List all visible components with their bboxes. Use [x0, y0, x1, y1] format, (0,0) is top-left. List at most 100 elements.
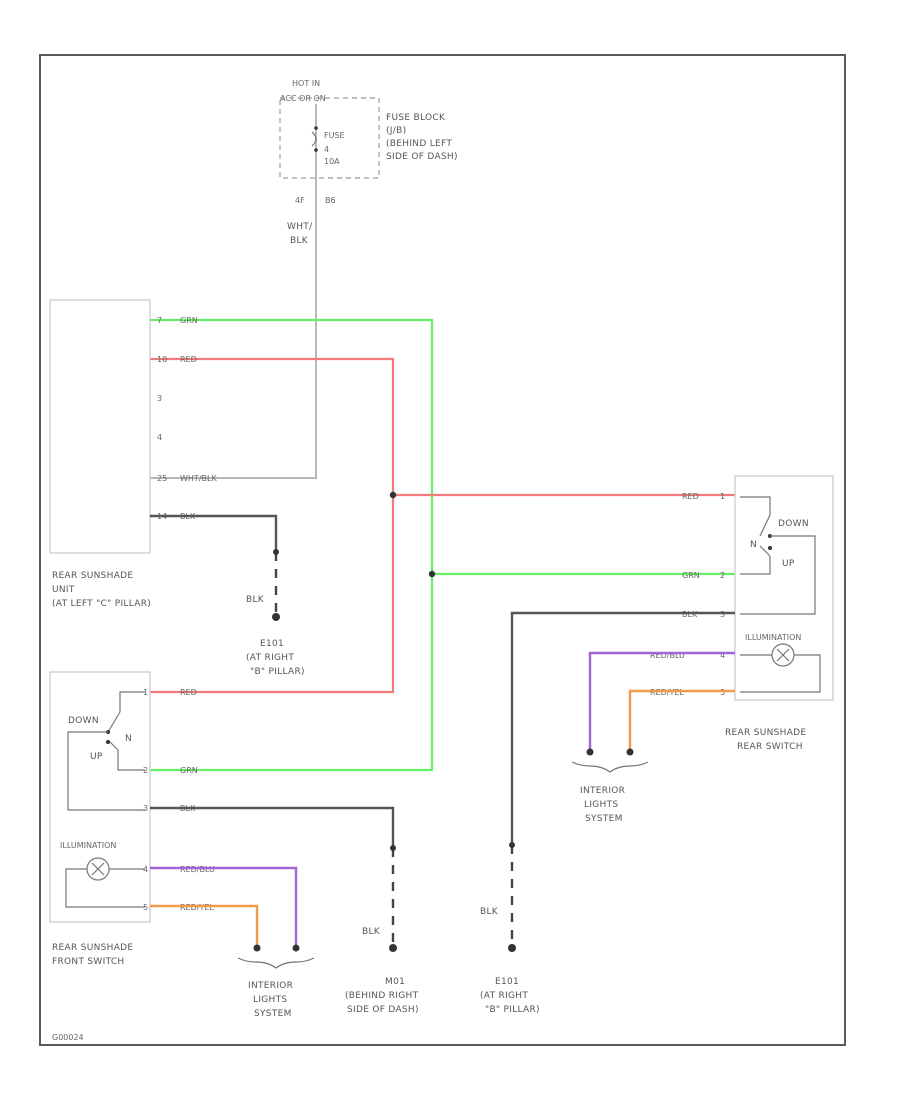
- ground-unit-connector: [273, 549, 279, 555]
- fuse-block-title-3: (BEHIND LEFT: [386, 139, 452, 149]
- front-red-blu-terminal: [292, 944, 300, 952]
- wire-wht-blk: [150, 176, 317, 479]
- unit-pin-4: 4: [157, 433, 162, 442]
- fuse-wire-label-1: WHT/: [287, 222, 313, 232]
- wire-red-front: [150, 357, 395, 694]
- rear-switch-lead-1: [740, 496, 771, 515]
- rear-pin-4: 4: [720, 651, 725, 660]
- front-pin-3: 3: [143, 804, 148, 813]
- ground-right-wire: BLK: [480, 907, 499, 917]
- ground-unit-line-2: (AT RIGHT: [246, 653, 294, 663]
- ground-unit-line-3: "B" PILLAR): [250, 667, 305, 677]
- front-bulb-lead-2: [65, 868, 145, 908]
- front-pin-2: 2: [143, 766, 148, 775]
- unit-pin-5: 25: [157, 474, 167, 483]
- wire-grn-front: [150, 318, 434, 772]
- rear-switch-box: [734, 475, 834, 701]
- rear-switch-blade-1: [759, 514, 771, 537]
- fuse-number: 4: [324, 145, 329, 154]
- front-switch-lead-1: [119, 691, 145, 712]
- front-switch-title-2: FRONT SWITCH: [52, 957, 125, 967]
- rear-switch-n: N: [750, 540, 757, 550]
- fuse-pin-right: B6: [325, 196, 336, 205]
- front-illumination: ILLUMINATION: [60, 841, 116, 850]
- front-switch-n: N: [125, 734, 132, 744]
- interior-right-line-2: LIGHTS: [584, 800, 618, 810]
- ground-unit-line-1: E101: [260, 639, 284, 649]
- front-switch-common: [67, 731, 145, 811]
- unit-wire-2: RED: [180, 355, 197, 364]
- wire-red-yel-rear: [628, 689, 735, 752]
- unit-pin-3: 3: [157, 394, 162, 403]
- fuse-label: FUSE: [324, 131, 345, 140]
- rear-switch-blade-2: [759, 545, 771, 557]
- rear-pin-1: 1: [720, 492, 725, 501]
- wire-red-blu-front: [150, 866, 298, 948]
- rear-sunshade-unit: 7 GRN 10 RED 3 4 25 WHT/BLK 14 BLK REAR …: [49, 299, 217, 609]
- splice-grn: [428, 570, 436, 578]
- wire-red-yel-front: [150, 904, 259, 948]
- front-bulb-filament-2: [91, 862, 105, 876]
- fuse-symbol: [311, 131, 317, 147]
- unit-title-1: REAR SUNSHADE: [52, 571, 133, 581]
- interior-left-line-1: INTERIOR: [248, 981, 293, 991]
- unit-pin-2: 10: [157, 355, 167, 364]
- ground-right-line-1: E101: [495, 977, 519, 987]
- rear-wire-3: BLK: [682, 610, 698, 619]
- fuse-block-box: [279, 97, 380, 179]
- front-switch-blade-1: [107, 711, 121, 733]
- fuse-block-title-1: FUSE BLOCK: [386, 113, 446, 123]
- front-switch-contact-2: [106, 740, 110, 744]
- unit-wire-5: WHT/BLK: [180, 474, 217, 483]
- ground-mid-point: [389, 944, 397, 952]
- interior-right-line-1: INTERIOR: [580, 786, 625, 796]
- rear-switch-lead-2: [740, 556, 771, 575]
- ground-mid-line-3: SIDE OF DASH): [347, 1005, 419, 1015]
- rear-illumination: ILLUMINATION: [745, 633, 801, 642]
- interior-right-brace: [571, 761, 649, 773]
- rear-switch-up: UP: [782, 559, 795, 569]
- front-wire-5: RED/YEL: [180, 903, 214, 912]
- interior-right-line-3: SYSTEM: [585, 814, 623, 824]
- ground-right-line-3: "B" PILLAR): [485, 1005, 540, 1015]
- interior-left-line-2: LIGHTS: [253, 995, 287, 1005]
- fuse-terminal-bottom: [314, 148, 318, 152]
- ground-unit: BLK E101 (AT RIGHT "B" PILLAR): [150, 514, 305, 677]
- rear-wire-1: RED: [682, 492, 699, 501]
- diagram-frame: [39, 54, 846, 1046]
- rear-bulb-filament-2: [776, 648, 790, 662]
- fuse-block: HOT IN ACC OR ON FUSE 4 10A FUSE BLOCK (…: [279, 79, 458, 246]
- wire-red-blu-rear: [588, 651, 735, 752]
- unit-pin-1: 7: [157, 316, 162, 325]
- wire-blk-unit: [150, 514, 278, 552]
- rear-wire-5: RED/YEL: [650, 688, 684, 697]
- rear-pin-5: 5: [720, 688, 725, 697]
- wire-blk-rear: [510, 611, 735, 845]
- rear-bulb-lead-2: [740, 654, 821, 693]
- rear-switch-title-2: REAR SWITCH: [737, 742, 803, 752]
- rear-switch-title-1: REAR SUNSHADE: [725, 728, 806, 738]
- fuse-wire-label-2: BLK: [290, 236, 309, 246]
- front-switch-up: UP: [90, 752, 103, 762]
- figure-id: G00024: [52, 1033, 84, 1042]
- fuse-block-title-4: SIDE OF DASH): [386, 152, 458, 162]
- rear-switch-down: DOWN: [778, 519, 809, 529]
- ground-right-line-2: (AT RIGHT: [480, 991, 528, 1001]
- ground-mid-connector: [390, 845, 396, 851]
- ground-mid-line-1: M01: [385, 977, 405, 987]
- rear-switch-contact-2: [768, 546, 772, 550]
- front-switch-lead-2: [117, 750, 145, 771]
- rear-red-yel-terminal: [626, 748, 634, 756]
- ground-unit-wire: BLK: [246, 595, 265, 605]
- front-wire-1: RED: [180, 688, 197, 697]
- rear-pin-3: 3: [720, 610, 725, 619]
- splice-red: [389, 491, 397, 499]
- front-red-yel-terminal: [253, 944, 261, 952]
- hot-in-label: HOT IN: [292, 79, 320, 88]
- unit-wire-1: GRN: [180, 316, 198, 325]
- fuse-block-title-2: (J/B): [386, 126, 406, 136]
- front-pin-4: 4: [143, 865, 148, 874]
- ground-mid-line-2: (BEHIND RIGHT: [345, 991, 419, 1001]
- ground-right-connector: [509, 842, 515, 848]
